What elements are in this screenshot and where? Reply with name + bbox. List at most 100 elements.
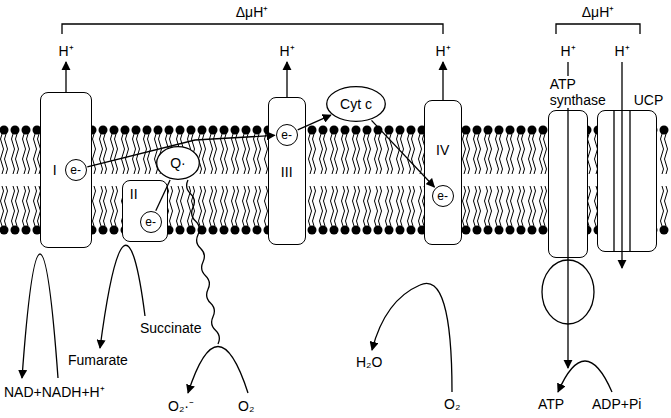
lipid-head (660, 126, 669, 135)
lipid-tail (661, 134, 664, 174)
lipid-tail (544, 134, 547, 174)
lipid-head (165, 126, 174, 135)
lipid-tail (364, 186, 367, 226)
lipid-head (374, 226, 383, 235)
label-text: H⁺ (614, 43, 629, 59)
lipid-tail (419, 134, 422, 174)
lipid-tail (199, 186, 202, 226)
label-text: H⁺ (435, 43, 450, 59)
lipid-tail (368, 186, 371, 226)
lipid-tail (324, 134, 327, 174)
lipid-tail (221, 186, 224, 226)
lipid-head (99, 226, 108, 235)
lipid-tail (243, 134, 246, 174)
lipid-tail (23, 186, 26, 226)
label-text: ADP+Pi (592, 396, 641, 412)
lipid-head (341, 226, 350, 235)
lipid-tail (331, 186, 334, 226)
lipid-head (517, 226, 526, 235)
complex-box: IIIe- (268, 97, 306, 245)
lipid-tail (12, 134, 15, 174)
lipid-tail (144, 134, 147, 174)
reaction-arrow (22, 254, 58, 378)
lipid-head (220, 226, 229, 235)
lipid-tail (34, 134, 37, 174)
lipid-tail (489, 186, 492, 226)
lipid-head (506, 226, 515, 235)
label-text: O₂ (238, 398, 254, 414)
protein-fill (597, 110, 657, 252)
lipid-tail (522, 186, 525, 226)
lipid-tail (342, 186, 345, 226)
superoxide-leak (187, 180, 220, 344)
complex-numeral: III (281, 164, 293, 180)
lipid-tail (100, 134, 103, 174)
label-text: Fumarate (68, 352, 128, 368)
lipid-tail (379, 186, 382, 226)
lipid-tail (258, 134, 261, 174)
lipid-head (110, 126, 119, 135)
lipid-tail (496, 186, 499, 226)
lipid-head (660, 226, 669, 235)
ucp-box: UCP (597, 110, 657, 252)
electron-circle: e- (65, 159, 87, 181)
electron-arrow (298, 115, 331, 130)
lipid-tail (412, 134, 415, 174)
lipid-tail (500, 186, 503, 226)
lipid-head (143, 126, 152, 135)
lipid-head (176, 126, 185, 135)
lipid-tail (661, 186, 664, 226)
lipid-tail (236, 186, 239, 226)
lipid-tail (357, 134, 360, 174)
lipid-tail (177, 186, 180, 226)
lipid-tail (342, 134, 345, 174)
lipid-head (363, 126, 372, 135)
label-text: H⁺ (58, 43, 73, 59)
lipid-tail (115, 134, 118, 174)
lipid-tail (511, 134, 514, 174)
lipid-tail (225, 186, 228, 226)
lipid-head (484, 226, 493, 235)
complex-box: IIe- (122, 180, 168, 242)
lipid-tail (309, 186, 312, 226)
lipid-tail (529, 134, 532, 174)
lipid-tail (210, 134, 213, 174)
lipid-tail (390, 186, 393, 226)
lipid-tail (16, 134, 19, 174)
lipid-tail (368, 134, 371, 174)
lipid-head (242, 226, 251, 235)
lipid-tail (104, 186, 107, 226)
lipid-head (253, 226, 262, 235)
ellipse-outline (157, 147, 200, 180)
lipid-tail (375, 186, 378, 226)
lipid-head (528, 126, 537, 135)
ubiquinone-ellipse: Q· (156, 146, 200, 180)
lipid-tail (148, 134, 151, 174)
lipid-tail (419, 186, 422, 226)
lipid-tail (357, 186, 360, 226)
lipid-tail (1, 186, 4, 226)
lipid-head (319, 226, 328, 235)
lipid-head (352, 126, 361, 135)
lipid-tail (225, 134, 228, 174)
lipid-head (330, 226, 339, 235)
lipid-head (506, 126, 515, 135)
lipid-head (462, 126, 471, 135)
lipid-head (495, 126, 504, 135)
lipid-tail (478, 134, 481, 174)
label-text: NAD+NADH+H⁺ (4, 384, 105, 400)
lipid-tail (346, 134, 349, 174)
lipid-tail (254, 186, 257, 226)
lipid-tail (16, 186, 19, 226)
lipid-tail (335, 134, 338, 174)
lipid-tail (27, 134, 30, 174)
lipid-tail (507, 186, 510, 226)
lipid-tail (331, 134, 334, 174)
lipid-head (187, 226, 196, 235)
lipid-tail (540, 134, 543, 174)
lipid-tail (115, 186, 118, 226)
protein-fill (424, 100, 462, 245)
label-text: Succinate (140, 320, 201, 336)
lipid-tail (324, 186, 327, 226)
lipid-tail (463, 134, 466, 174)
